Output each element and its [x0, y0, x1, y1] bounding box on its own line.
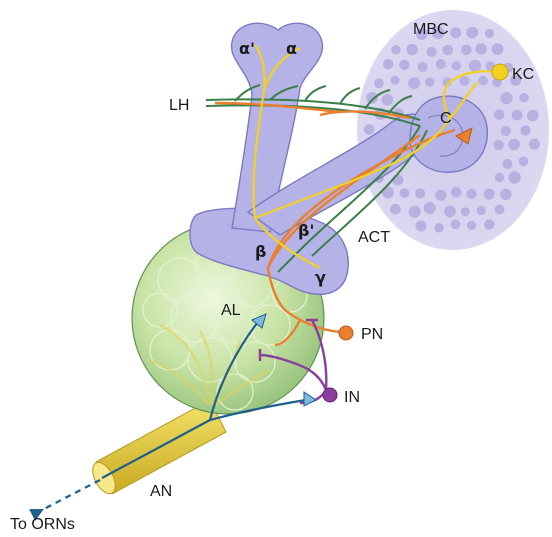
- orn-synapse-lower: [304, 392, 316, 406]
- mbc-cell-body: [484, 219, 494, 229]
- mbc-cell-body: [374, 79, 384, 89]
- mbc-cell-body: [408, 77, 420, 89]
- label-al: AL: [221, 302, 241, 319]
- label-beta-prime: β': [298, 221, 314, 240]
- mbc-cell-body: [434, 223, 443, 232]
- label-alpha: α: [286, 39, 297, 58]
- mbc-cell-body: [390, 204, 401, 215]
- mbc-cell-body: [443, 45, 454, 56]
- mbc-cell-body: [364, 124, 375, 135]
- mbc-cell-body: [508, 171, 520, 183]
- mbc-cell-body: [415, 188, 425, 198]
- label-act: ACT: [358, 229, 390, 246]
- mbc-cell-body: [382, 94, 394, 106]
- in-soma: [323, 388, 337, 402]
- mbc-cell-body: [436, 59, 446, 69]
- mbc-cell-body: [435, 190, 446, 201]
- label-pn: PN: [361, 326, 383, 343]
- mbc-cell-body: [508, 139, 520, 151]
- mbc-cell-body: [427, 47, 437, 57]
- mbc-cell-body: [529, 139, 540, 150]
- mbc-cell-body: [452, 61, 461, 70]
- mbc-cell-body: [494, 109, 504, 119]
- label-to-orns: To ORNs: [10, 516, 75, 533]
- mbc-cell-body: [484, 189, 495, 200]
- mbc-cell-body: [425, 77, 434, 86]
- label-in: IN: [344, 389, 360, 406]
- mbc-cell-body: [520, 125, 530, 135]
- mbc-cell-body: [495, 173, 504, 182]
- mbc-cell-body: [485, 29, 494, 38]
- label-calyx: C: [440, 110, 452, 127]
- mbc-cell-body: [391, 45, 400, 54]
- mbc-cell-body: [527, 110, 539, 122]
- mbc-cell-body: [409, 206, 421, 218]
- mbc-cell-body: [399, 60, 409, 70]
- mbc-cell-body: [391, 76, 400, 85]
- kc-soma: [492, 64, 508, 80]
- mbc-cell-body: [500, 92, 512, 104]
- mbc-cell-body: [459, 76, 469, 86]
- mbc-cell-body: [444, 206, 456, 218]
- pn-soma: [339, 326, 353, 340]
- mbc-cell-body: [475, 43, 487, 55]
- label-mbc: MBC: [413, 21, 449, 38]
- mbc-cell-body: [461, 45, 472, 56]
- mbc-cell-body: [461, 207, 470, 216]
- mbc-cell-body: [450, 27, 461, 38]
- mbc-cell-body: [500, 189, 511, 200]
- mbc-cell-body: [383, 59, 393, 69]
- mbc-cell-body: [416, 221, 427, 232]
- label-lh: LH: [169, 97, 189, 114]
- mbc-cell-body: [467, 189, 477, 199]
- mbc-cell-body: [493, 140, 503, 150]
- label-gamma: γ: [315, 268, 326, 287]
- mbc-cell-body: [512, 110, 523, 121]
- mbc-cell-body: [467, 221, 476, 230]
- label-an: AN: [150, 483, 172, 500]
- mbc-cell-body: [424, 202, 436, 214]
- mbc-cell-body: [495, 205, 505, 215]
- mbc-cell-body: [366, 92, 378, 104]
- mbc-cell-body: [407, 44, 418, 55]
- mbc-cell-body: [477, 206, 486, 215]
- mbc-cell-body: [418, 62, 428, 72]
- mbc-cell-body: [466, 27, 478, 39]
- mbc-cell-body: [519, 157, 529, 167]
- label-kc: KC: [512, 66, 534, 83]
- label-alpha-prime: α': [239, 39, 255, 58]
- label-beta: β: [255, 242, 266, 261]
- mbc-cell-body: [502, 159, 512, 169]
- mbc-cell-body: [478, 76, 488, 86]
- mbc-cell-body: [501, 126, 511, 136]
- mbc-cell-body: [451, 187, 462, 198]
- mbc-cell-body: [392, 174, 403, 185]
- mbc-cell-body: [451, 220, 461, 230]
- mbc-cell-body: [519, 93, 528, 102]
- mbc-cell-body: [400, 188, 410, 198]
- mbc-cell-body: [492, 43, 504, 55]
- mbc-cell-body: [469, 60, 481, 72]
